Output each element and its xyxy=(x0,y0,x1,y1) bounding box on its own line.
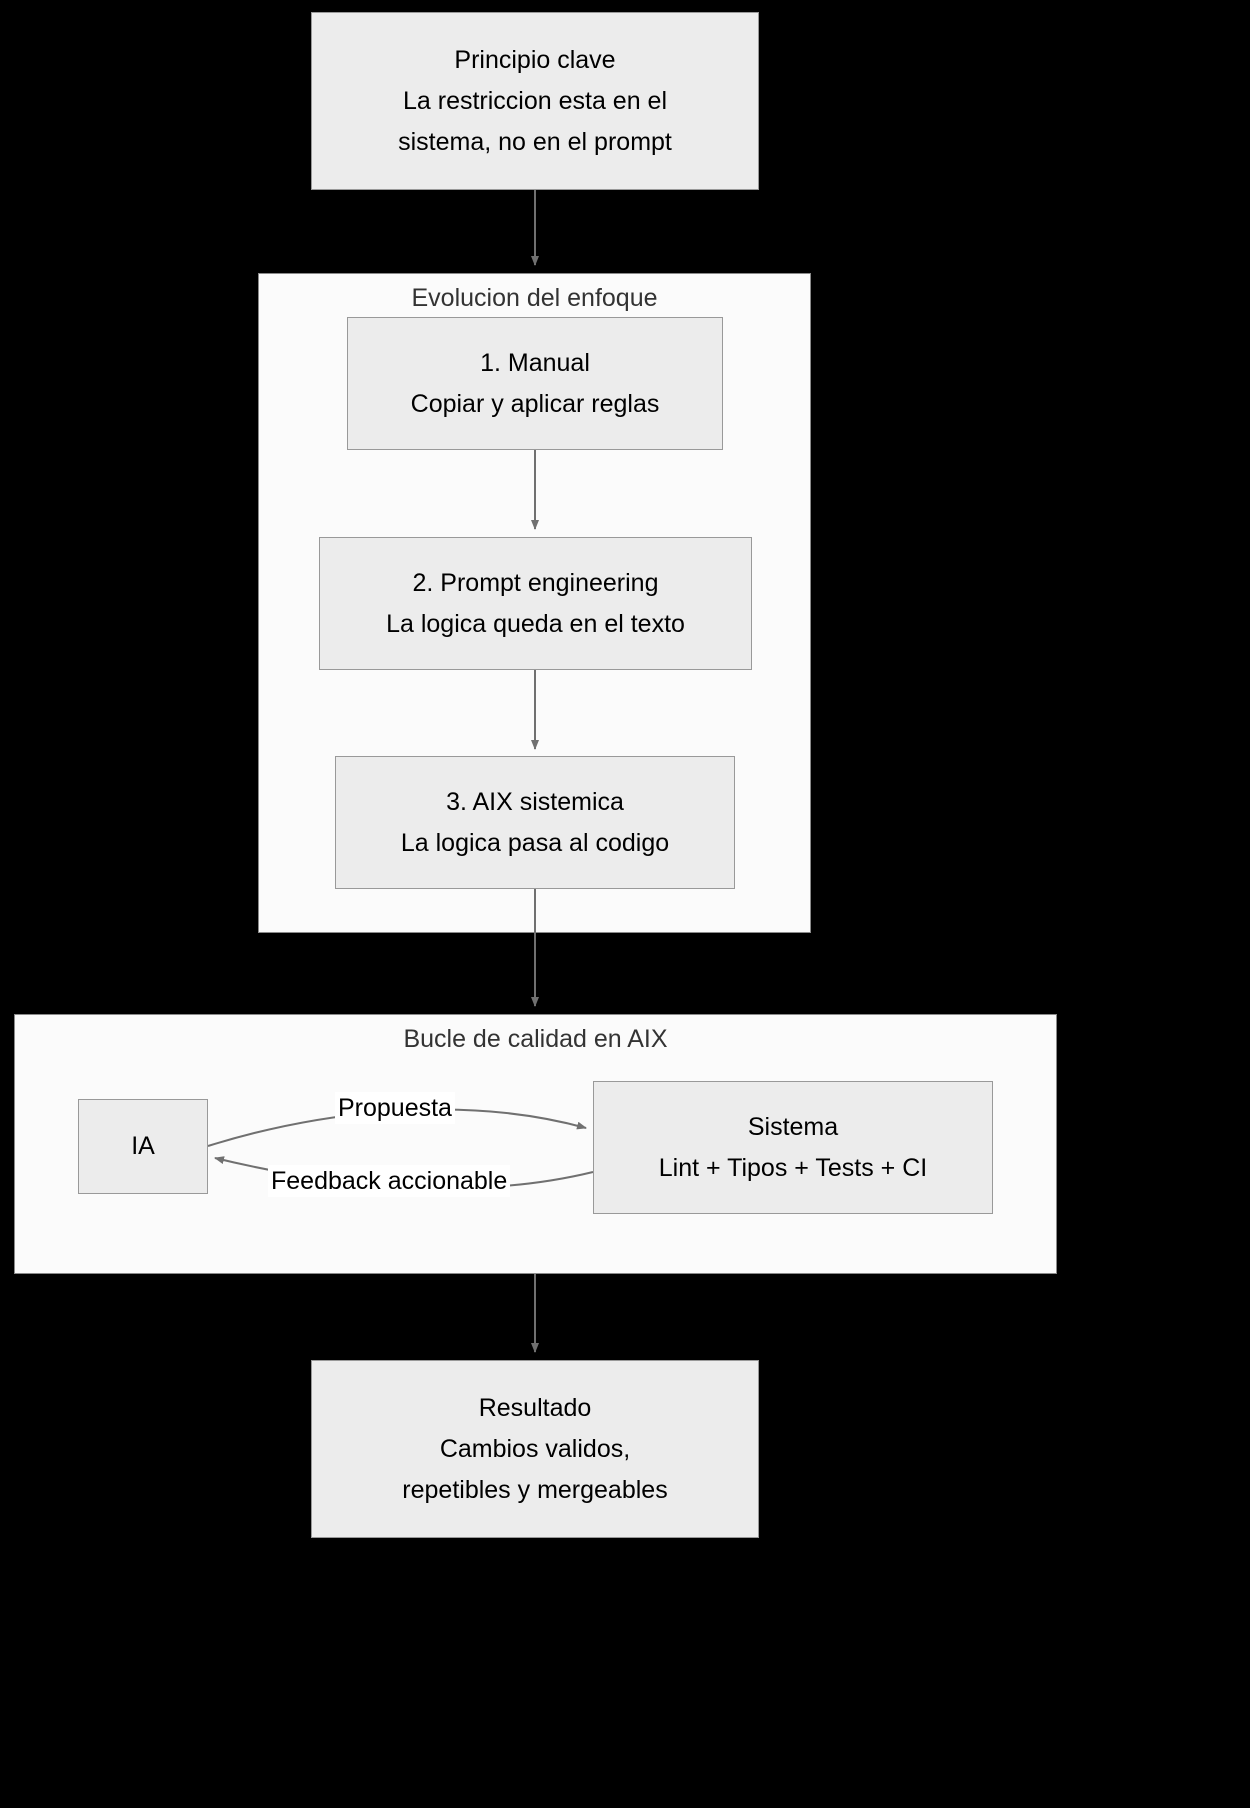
node-paso-1-manual[interactable]: 1. Manual Copiar y aplicar reglas xyxy=(347,317,723,450)
subgraph-title-evolucion: Evolucion del enfoque xyxy=(411,284,658,312)
node-resultado[interactable]: Resultado Cambios validos, repetibles y … xyxy=(311,1360,759,1538)
node-line-1: Resultado xyxy=(478,1393,592,1422)
edge-label-propuesta: Propuesta xyxy=(335,1092,455,1124)
edge-label-feedback-accionable: Feedback accionable xyxy=(268,1165,511,1197)
node-line-1: Sistema xyxy=(747,1112,839,1141)
node-line-1: Principio clave xyxy=(454,45,616,74)
node-paso-3-aix-sistemica[interactable]: 3. AIX sistemica La logica pasa al codig… xyxy=(335,756,735,889)
node-line-2: Copiar y aplicar reglas xyxy=(410,389,660,418)
node-sistema[interactable]: Sistema Lint + Tipos + Tests + CI xyxy=(593,1081,993,1214)
node-line-1: 2. Prompt engineering xyxy=(412,568,659,597)
node-line-2: Lint + Tipos + Tests + CI xyxy=(658,1153,928,1182)
node-line-2: La logica queda en el texto xyxy=(386,609,685,638)
node-line-1: 1. Manual xyxy=(480,348,590,377)
node-line-2: Cambios validos, xyxy=(439,1434,631,1463)
node-line-1: IA xyxy=(131,1132,155,1160)
node-principio-clave[interactable]: Principio clave La restriccion esta en e… xyxy=(311,12,759,190)
node-paso-2-prompt-engineering[interactable]: 2. Prompt engineering La logica queda en… xyxy=(319,537,752,670)
node-line-2: La restriccion esta en el xyxy=(402,86,668,115)
node-line-3: sistema, no en el prompt xyxy=(398,127,672,156)
node-line-1: 3. AIX sistemica xyxy=(446,787,624,816)
node-line-2: La logica pasa al codigo xyxy=(400,828,670,857)
node-ia[interactable]: IA xyxy=(78,1099,208,1194)
node-line-3: repetibles y mergeables xyxy=(402,1475,668,1504)
subgraph-title-bucle: Bucle de calidad en AIX xyxy=(403,1025,668,1053)
